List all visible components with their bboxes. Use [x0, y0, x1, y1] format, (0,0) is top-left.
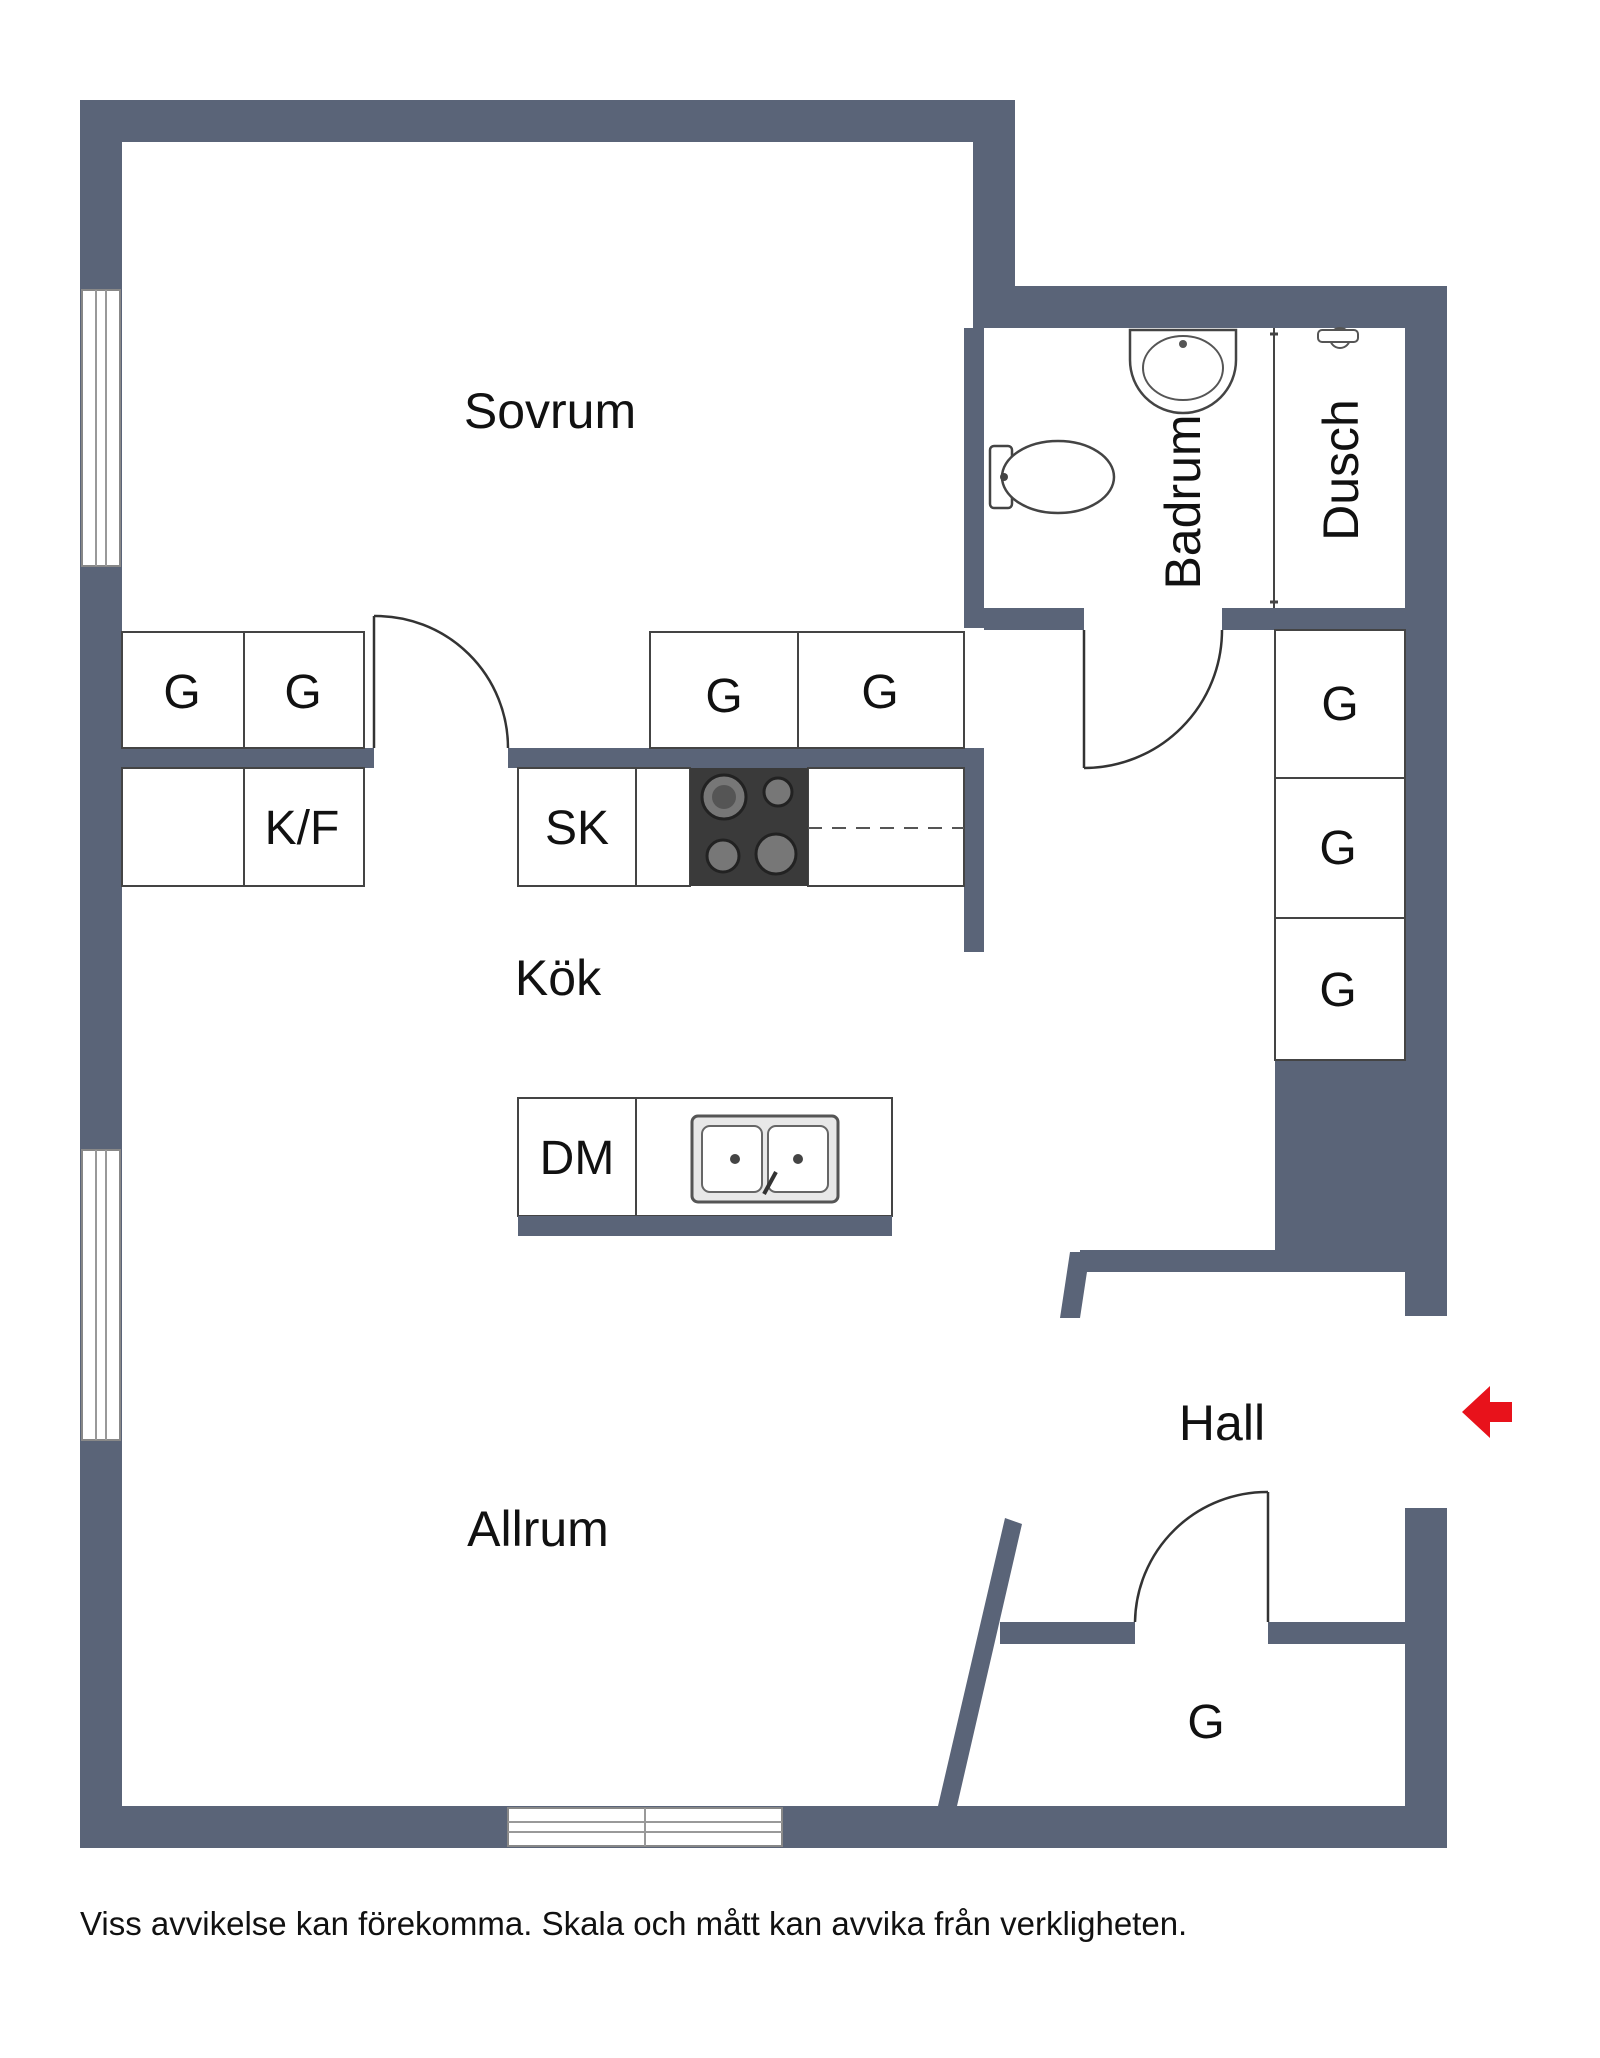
shower-head-icon — [1317, 327, 1359, 349]
stove-icon — [690, 768, 808, 886]
room-label-badrum: Badrum — [1155, 414, 1211, 589]
outer-walls — [80, 100, 1447, 1848]
cabinet-label: G — [284, 666, 321, 719]
window-living — [81, 1149, 121, 1441]
kitchen-counter-right — [517, 767, 965, 887]
disclaimer-text: Viss avvikelse kan förekomma. Skala och … — [80, 1905, 1188, 1942]
window-bedroom — [81, 289, 121, 567]
room-label-closet: G — [1187, 1696, 1224, 1749]
sink-icon — [690, 1114, 840, 1204]
hall-wardrobes — [1274, 629, 1406, 1061]
room-label-hall: Hall — [1179, 1395, 1265, 1451]
cabinet-label: G — [1321, 678, 1358, 731]
washbasin-icon — [1128, 328, 1238, 415]
toilet-icon — [988, 439, 1116, 515]
cabinet-label: G — [861, 666, 898, 719]
closet-door — [1133, 1490, 1270, 1623]
dishwasher-label: DM — [540, 1132, 615, 1185]
fridge-freezer-label: K/F — [265, 802, 340, 855]
room-label-dusch: Dusch — [1313, 399, 1369, 541]
window-bottom — [507, 1807, 783, 1847]
shower-divider — [1270, 328, 1278, 608]
cabinet-label: G — [705, 670, 742, 723]
bedroom-door — [372, 614, 510, 749]
room-label-allrum: Allrum — [467, 1501, 609, 1557]
kitchen-counter-left — [121, 767, 365, 887]
cabinet-label: G — [163, 666, 200, 719]
bathroom-door — [1082, 629, 1224, 770]
interior-walls — [122, 328, 1406, 1806]
cabinet-sk-label: SK — [545, 802, 609, 855]
cabinet-label: G — [1319, 964, 1356, 1017]
bedroom-cabinets — [121, 631, 965, 749]
room-label-kok: Kök — [515, 950, 602, 1006]
room-label-sovrum: Sovrum — [464, 383, 636, 439]
entrance-arrow-icon — [1462, 1386, 1512, 1438]
cabinet-label: G — [1319, 822, 1356, 875]
